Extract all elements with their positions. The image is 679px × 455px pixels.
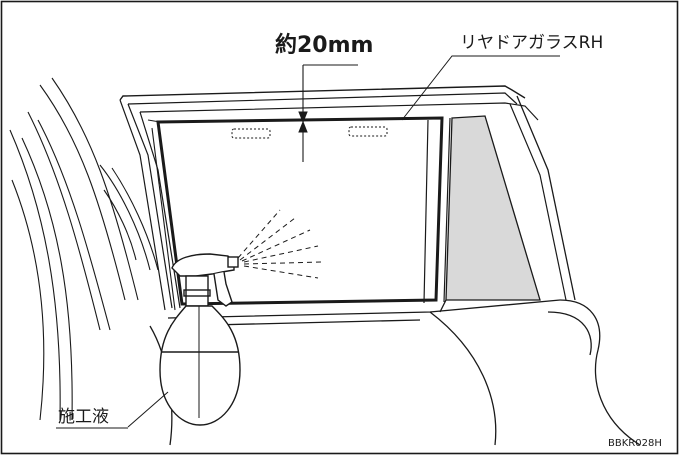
part-name-leader (401, 55, 560, 121)
solution-leader (127, 391, 169, 428)
figure-code: BBKR028H (608, 438, 662, 449)
solution-label: 施工液 (58, 407, 109, 427)
body-left-contour (9, 77, 159, 421)
quarter-glass (445, 115, 541, 301)
dimension-label: 約20mm (275, 32, 373, 58)
door-window-frame (119, 85, 576, 311)
spray-mist (237, 209, 323, 279)
spray-bottle-icon (159, 253, 241, 426)
part-name-label: リヤドアガラスRH (460, 33, 603, 53)
dimension-indicator (298, 64, 358, 162)
